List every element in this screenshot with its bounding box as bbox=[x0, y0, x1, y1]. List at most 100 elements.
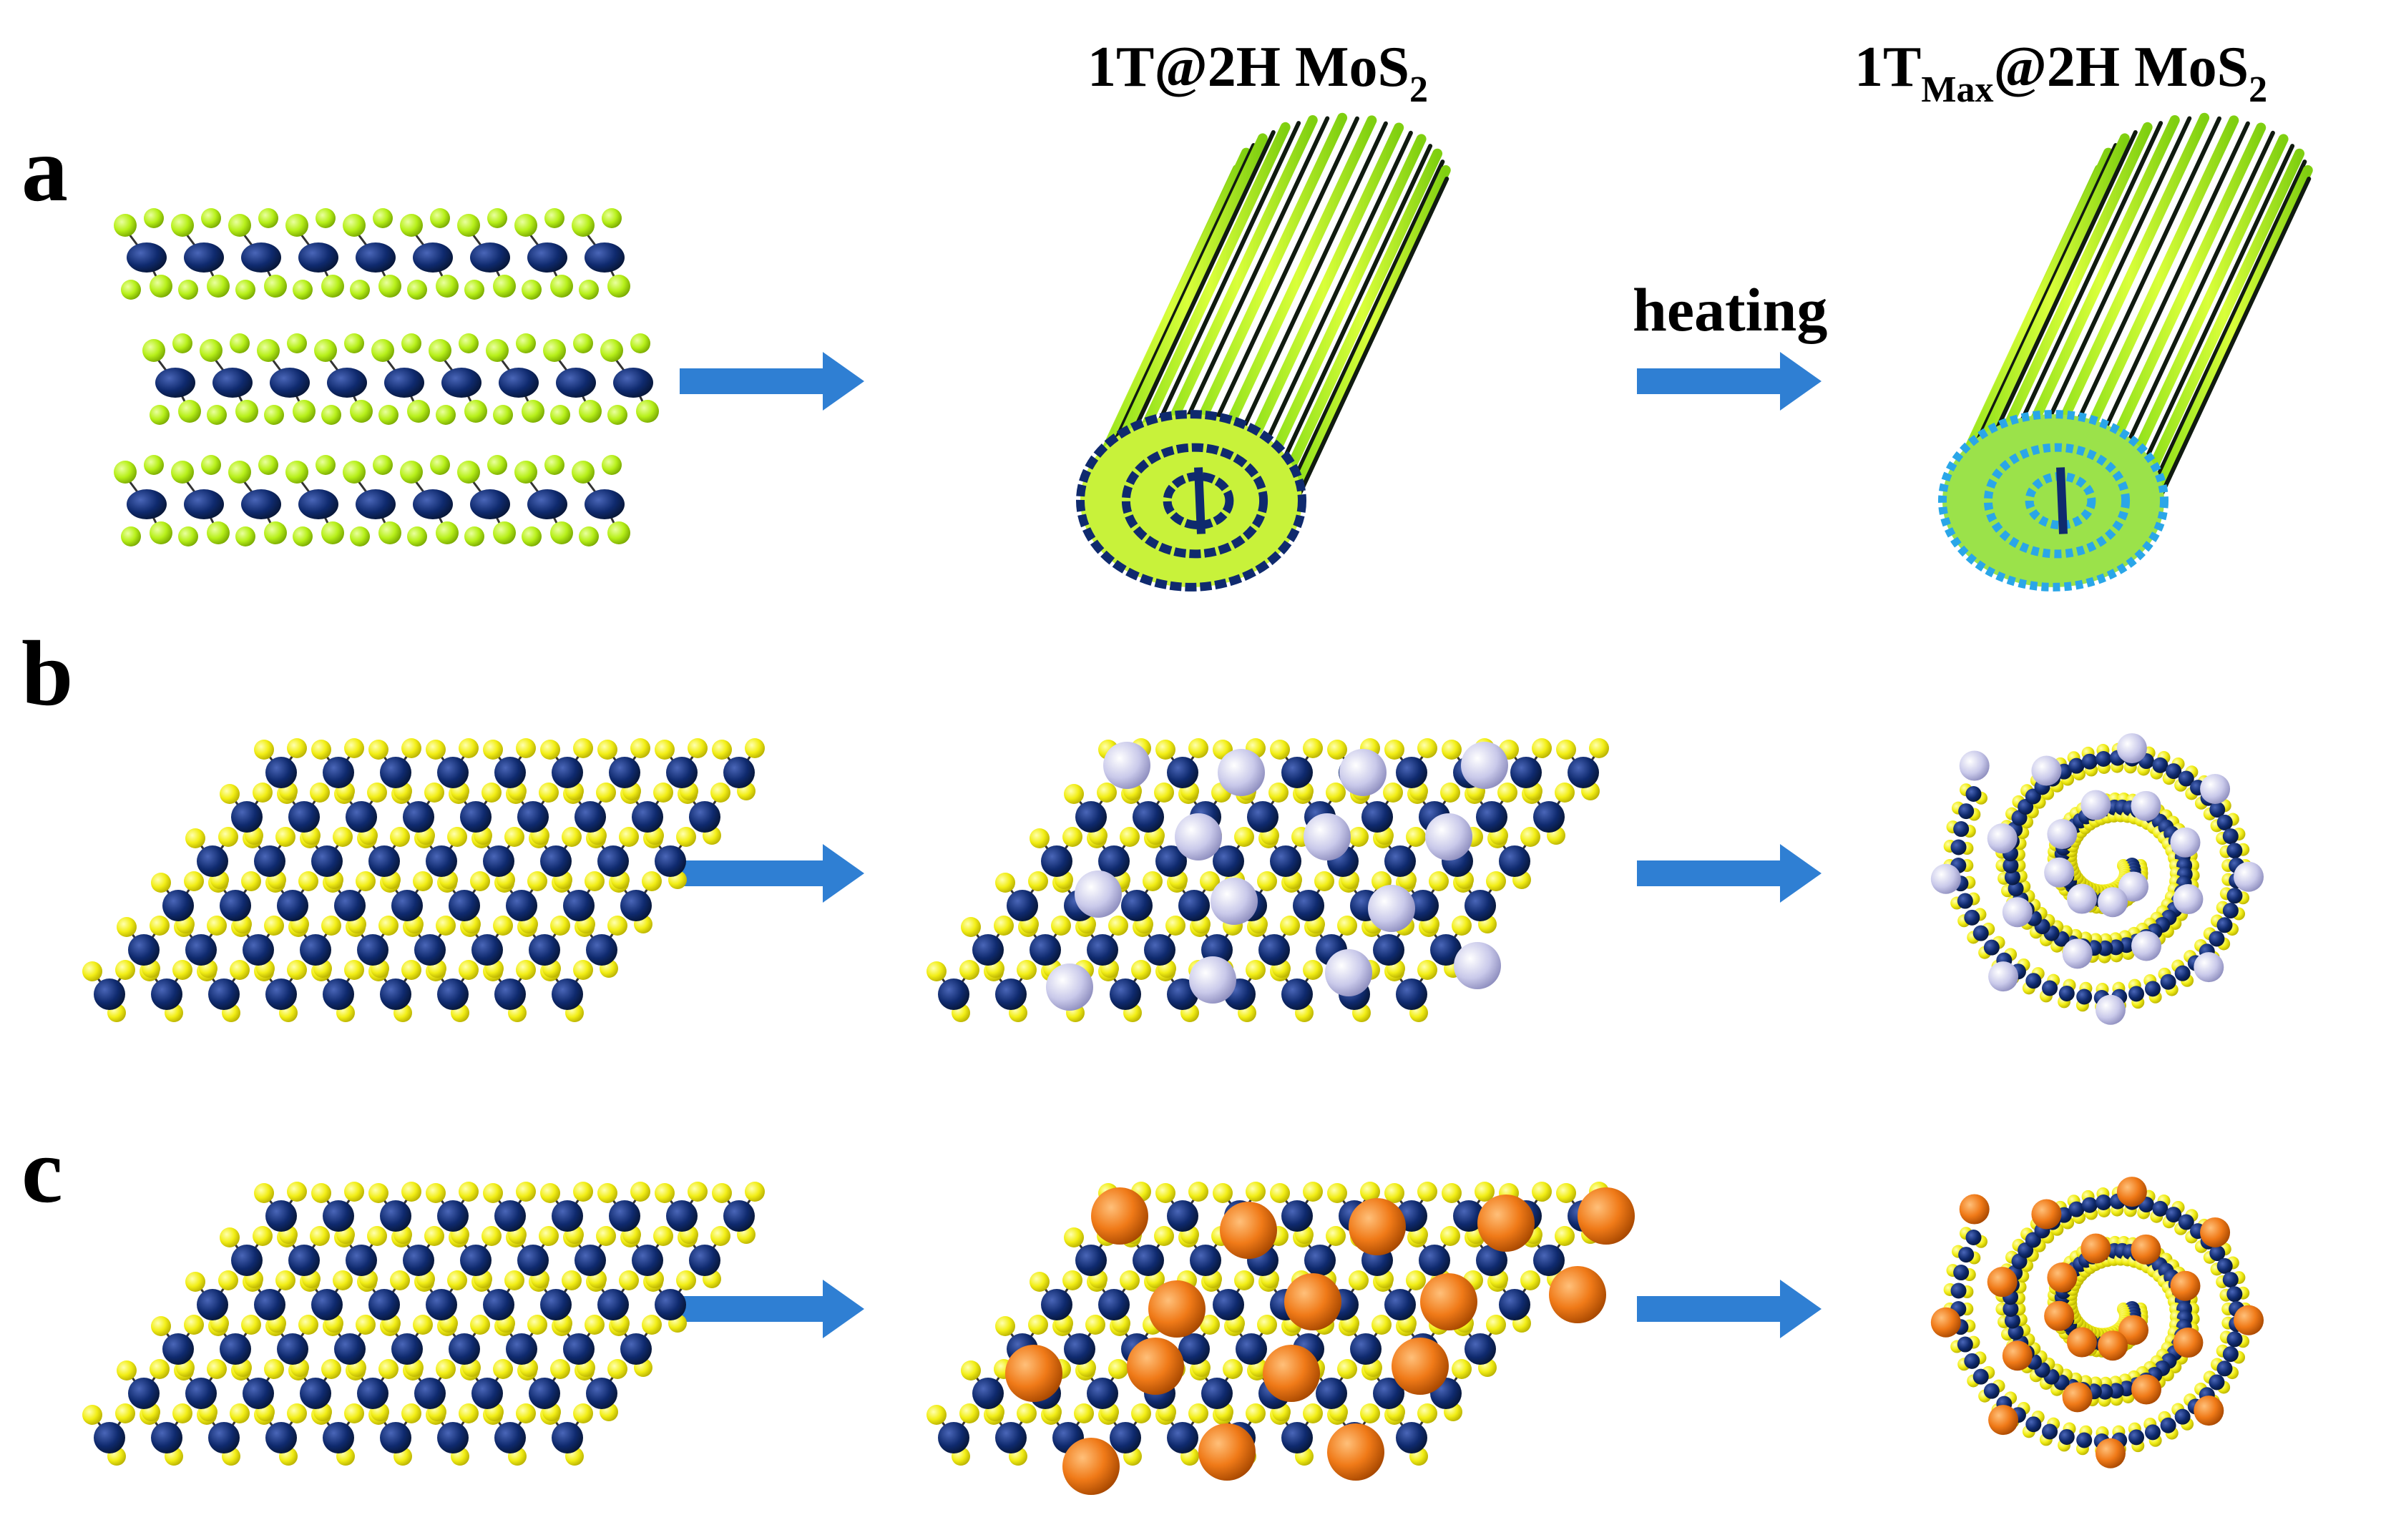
molybdenum-atom bbox=[2096, 750, 2112, 767]
molybdenum-atom bbox=[368, 1289, 400, 1320]
molybdenum-atom bbox=[277, 890, 308, 921]
sulfur-atom bbox=[653, 1226, 673, 1246]
tube-outer-ring bbox=[1076, 410, 1306, 592]
molybdenum-atom bbox=[2128, 1429, 2145, 1446]
intercalant-atom-orange bbox=[1420, 1273, 1477, 1330]
sheet-row-c-intercalated bbox=[926, 1182, 1635, 1495]
sulfur-atom bbox=[235, 280, 255, 300]
molybdenum-atom bbox=[2226, 1331, 2243, 1348]
molybdenum-atom bbox=[220, 1333, 251, 1365]
sulfur-atom bbox=[602, 455, 622, 475]
sulfur-atom bbox=[321, 916, 341, 936]
sulfur-atom bbox=[1326, 1226, 1346, 1246]
molybdenum-atom bbox=[1121, 890, 1153, 921]
sulfur-atom bbox=[401, 738, 421, 758]
molybdenum-atom bbox=[574, 801, 606, 833]
molybdenum-atom bbox=[506, 1333, 537, 1365]
molybdenum-atom bbox=[2003, 858, 2019, 873]
sulfur-atom bbox=[241, 1315, 261, 1335]
molybdenum-atom bbox=[586, 934, 617, 966]
sulfur-atom bbox=[1154, 1226, 1174, 1246]
sulfur-atom bbox=[230, 960, 250, 980]
sulfur-atom bbox=[522, 526, 542, 546]
sulfur-atom bbox=[150, 405, 170, 425]
sulfur-atom bbox=[321, 521, 344, 544]
molybdenum-atom bbox=[1167, 1422, 1198, 1453]
sulfur-atom bbox=[676, 1270, 696, 1290]
tube-strand bbox=[1120, 129, 1276, 456]
sulfur-atom bbox=[400, 214, 423, 237]
molybdenum-atom bbox=[300, 934, 331, 966]
sulfur-atom bbox=[1017, 960, 1037, 980]
molybdenum-atom bbox=[254, 1289, 285, 1320]
molybdenum-atom bbox=[1075, 1245, 1107, 1276]
sulfur-atom bbox=[390, 1270, 410, 1290]
molybdenum-atom bbox=[1396, 979, 1427, 1010]
molybdenum-atom bbox=[1087, 1378, 1118, 1409]
intercalant-atom-lilac bbox=[2170, 827, 2201, 858]
sulfur-atom bbox=[619, 1270, 639, 1290]
sulfur-atom bbox=[1326, 783, 1346, 803]
sulfur-atom bbox=[516, 333, 536, 353]
header-middle-main: 1T@2H MoS bbox=[1087, 36, 1409, 99]
sulfur-atom bbox=[207, 1359, 227, 1379]
molybdenum-atom bbox=[972, 934, 1004, 966]
molybdenum-atom bbox=[2128, 986, 2145, 1002]
sulfur-atom bbox=[114, 214, 137, 237]
sulfur-atom bbox=[579, 400, 602, 423]
sulfur-atom bbox=[602, 208, 622, 228]
molybdenum-atom bbox=[1007, 890, 1038, 921]
sulfur-atom bbox=[373, 455, 393, 475]
sulfur-atom bbox=[298, 871, 318, 891]
sulfur-atom bbox=[82, 1405, 102, 1425]
header-right-pre: 1T bbox=[1854, 36, 1921, 99]
molybdenum-atom bbox=[552, 1200, 583, 1232]
sulfur-atom bbox=[426, 740, 446, 760]
molybdenum-atom bbox=[620, 890, 652, 921]
sulfur-atom bbox=[172, 1403, 192, 1423]
molybdenum-atom bbox=[2209, 1245, 2226, 1262]
header-right-sub2: 2 bbox=[2249, 69, 2267, 110]
sulfur-atom bbox=[550, 521, 573, 544]
sulfur-atom bbox=[264, 1359, 284, 1379]
tube-strand bbox=[1216, 115, 1377, 448]
molybdenum-atom bbox=[1396, 757, 1427, 788]
tube-strand bbox=[2120, 130, 2275, 457]
sulfur-atom bbox=[1108, 916, 1128, 936]
molybdenum-atom bbox=[1041, 1289, 1072, 1320]
sulfur-atom bbox=[293, 526, 313, 546]
tube-strand bbox=[1963, 143, 2118, 470]
molybdenum-atom bbox=[185, 934, 217, 966]
intercalant-atom-lilac bbox=[2080, 790, 2111, 820]
molybdenum-atom bbox=[1167, 1200, 1198, 1232]
intercalant-atom-lilac bbox=[2044, 857, 2075, 888]
molybdenum-atom bbox=[1533, 801, 1565, 833]
tube-strand bbox=[1992, 122, 2153, 454]
intercalant-atom-orange bbox=[1091, 1187, 1148, 1245]
row-label-a: a bbox=[21, 118, 68, 221]
intercalant-atom-lilac bbox=[2031, 755, 2062, 786]
sulfur-atom bbox=[1143, 871, 1163, 891]
molybdenum-atom bbox=[368, 845, 400, 877]
molybdenum-atom bbox=[2068, 757, 2085, 774]
sulfur-atom bbox=[407, 400, 430, 423]
tube-strand bbox=[2037, 116, 2192, 443]
sulfur-atom bbox=[447, 827, 467, 847]
intercalant-atom-lilac bbox=[2234, 861, 2264, 892]
sulfur-atom bbox=[207, 405, 227, 425]
sulfur-atom bbox=[356, 871, 376, 891]
sulfur-atom bbox=[178, 280, 198, 300]
molybdenum-atom bbox=[2096, 1194, 2112, 1210]
molybdenum-atom bbox=[540, 1289, 572, 1320]
molybdenum-atom bbox=[1098, 1289, 1130, 1320]
molybdenum-atom bbox=[1983, 1383, 2000, 1399]
molybdenum-atom bbox=[298, 489, 338, 519]
sulfur-atom bbox=[172, 333, 192, 353]
intercalant-atom-orange bbox=[1549, 1266, 1606, 1323]
sulfur-atom bbox=[264, 275, 287, 298]
molybdenum-atom bbox=[380, 1200, 411, 1232]
sulfur-atom bbox=[285, 214, 308, 237]
sulfur-atom bbox=[344, 960, 364, 980]
sulfur-atom bbox=[619, 827, 639, 847]
sulfur-atom bbox=[1188, 1403, 1208, 1423]
